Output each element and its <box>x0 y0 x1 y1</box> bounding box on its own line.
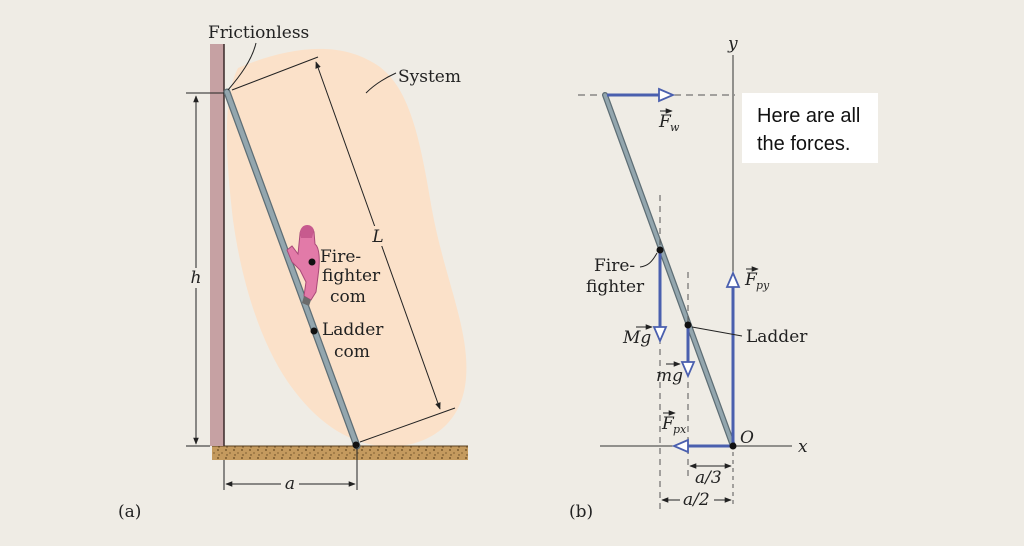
ladder-com-point <box>310 327 318 335</box>
svg-text:F: F <box>661 414 675 434</box>
forces-callout: Here are all the forces. <box>742 93 878 163</box>
svg-text:F: F <box>658 112 672 132</box>
origin-label: O <box>740 428 754 448</box>
svg-text:mg: mg <box>656 366 683 386</box>
force-px-arrow <box>671 438 733 454</box>
ladder-com-label-2: com <box>334 342 370 362</box>
firefighter-com-label-2: fighter <box>322 266 381 286</box>
distance-label: a <box>285 474 295 494</box>
ladder-leader <box>691 326 743 337</box>
weight-firefighter-label: Mg <box>622 324 653 348</box>
frictionless-label: Frictionless <box>208 23 309 43</box>
firefighter-point <box>656 246 664 254</box>
weight-ladder-arrow <box>680 325 696 379</box>
ladder-com-point-fbd <box>684 321 692 329</box>
force-wall-arrow <box>607 87 676 103</box>
weight-firefighter-arrow <box>652 250 668 344</box>
length-label: L <box>371 227 383 247</box>
a-third-label: a/3 <box>695 468 722 488</box>
force-px-label: F px <box>661 410 687 436</box>
svg-text:Mg: Mg <box>622 328 651 348</box>
origin-point <box>729 442 737 450</box>
svg-text:w: w <box>670 121 680 134</box>
ladder-base-point <box>352 441 360 449</box>
ladder-label: Ladder <box>746 327 808 347</box>
panel-b-label: (b) <box>569 502 593 522</box>
x-axis-label: x <box>798 437 808 457</box>
system-leader <box>365 72 397 94</box>
firefighter-com-label-3: com <box>330 287 366 307</box>
firefighter-com-label-1: Fire- <box>320 247 361 267</box>
svg-text:F: F <box>744 270 758 290</box>
force-py-arrow <box>725 270 741 446</box>
firefighter-label-1: Fire- <box>594 256 635 276</box>
wall <box>210 44 224 446</box>
svg-text:px: px <box>673 423 687 436</box>
svg-text:py: py <box>756 279 770 292</box>
callout-line-2: the forces. <box>757 133 851 155</box>
a-half-label: a/2 <box>683 490 710 510</box>
panel-a: h a L Frictionless System Fire- fighter … <box>118 23 468 522</box>
frictionless-leader <box>227 42 257 91</box>
weight-ladder-label: mg <box>656 361 683 386</box>
force-py-label: F py <box>744 266 770 292</box>
y-axis-label: y <box>727 34 738 54</box>
panel-b: y x O <box>569 34 808 522</box>
firefighter-figure <box>286 224 320 306</box>
callout-line-1: Here are all <box>757 105 861 127</box>
panel-a-label: (a) <box>118 502 141 522</box>
force-wall-label: F w <box>658 108 680 134</box>
ground <box>212 446 468 460</box>
height-label: h <box>191 268 202 288</box>
firefighter-label-2: fighter <box>586 277 645 297</box>
firefighter-leader <box>639 252 658 268</box>
system-label: System <box>398 67 461 87</box>
ladder-com-label-1: Ladder <box>322 320 384 340</box>
